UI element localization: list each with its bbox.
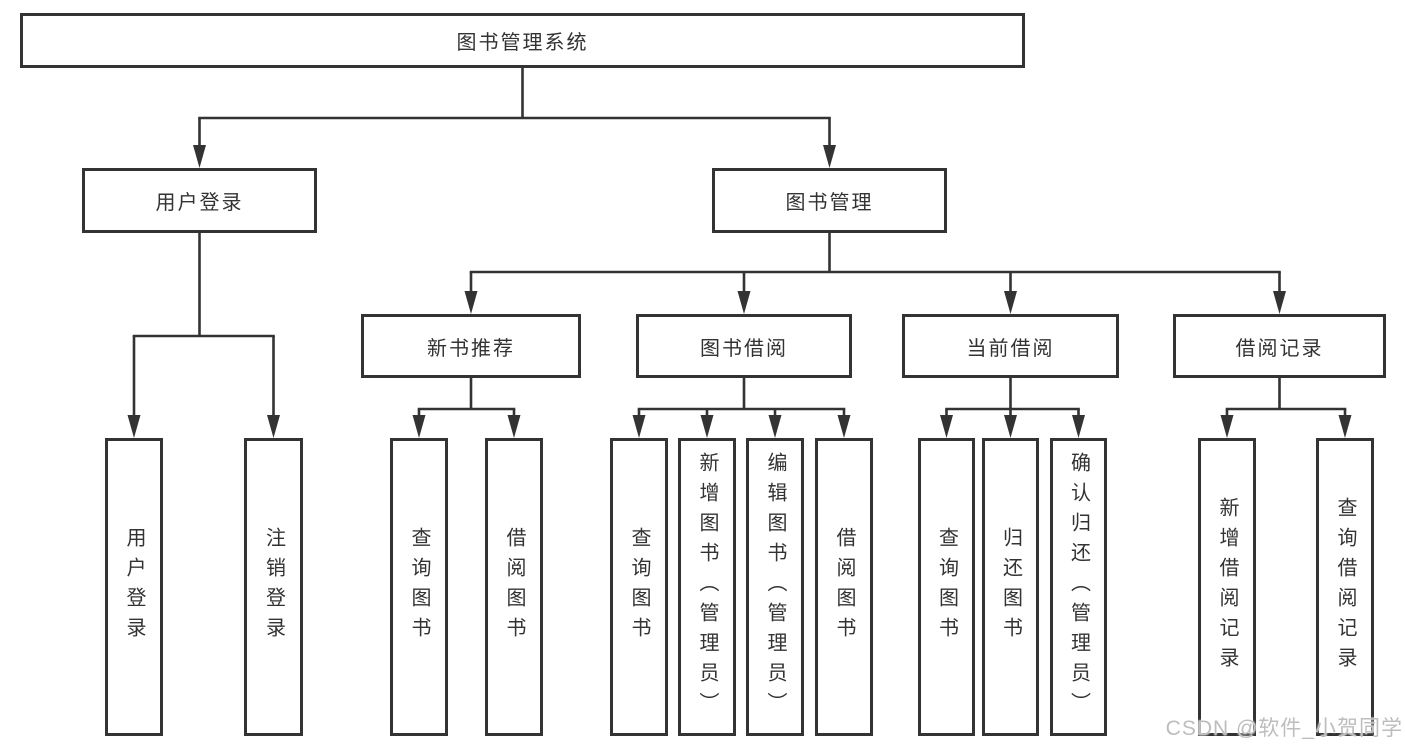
arrowhead-icon	[700, 415, 714, 438]
node-label-user-login-action: 用户登录	[123, 527, 145, 647]
arrowhead-icon	[940, 415, 953, 438]
node-label-book-borrow: 图书借阅	[700, 337, 788, 360]
node-borrow-records: 借阅记录	[1173, 314, 1386, 378]
node-recommend-query-books: 查询图书	[390, 438, 448, 736]
node-records-add: 新增借阅记录	[1198, 438, 1256, 736]
node-label-records-add: 新增借阅记录	[1216, 497, 1238, 677]
node-label-user-login: 用户登录	[155, 192, 244, 214]
node-label-current-confirm-return: 确认归还（管理员）	[1067, 452, 1090, 722]
arrowhead-icon	[127, 415, 141, 438]
node-user-login-action: 用户登录	[105, 438, 163, 736]
node-label-borrow-borrow-books: 借阅图书	[833, 527, 855, 647]
node-book-borrow: 图书借阅	[636, 314, 852, 378]
node-user-login: 用户登录	[82, 168, 317, 233]
arrowhead-icon	[267, 415, 280, 438]
node-borrow-add-books: 新增图书（管理员）	[678, 438, 736, 736]
arrowhead-icon	[1338, 415, 1352, 438]
node-records-query: 查询借阅记录	[1316, 438, 1374, 736]
node-root: 图书管理系统	[20, 13, 1025, 68]
node-current-query-books: 查询图书	[918, 438, 975, 736]
node-label-current-query-books: 查询图书	[935, 527, 958, 647]
node-label-borrow-query-books: 查询图书	[628, 527, 650, 647]
arrowhead-icon	[1220, 415, 1234, 438]
node-label-current-return-books: 归还图书	[999, 527, 1022, 647]
node-label-root: 图书管理系统	[456, 32, 589, 54]
node-new-book-recommend: 新书推荐	[361, 314, 581, 378]
node-logout-action: 注销登录	[244, 438, 303, 736]
arrowhead-icon	[412, 415, 426, 438]
node-label-borrow-add-books: 新增图书（管理员）	[696, 452, 718, 722]
arrowhead-icon	[837, 415, 851, 438]
arrowhead-icon	[507, 415, 521, 438]
node-label-recommend-query-books: 查询图书	[408, 527, 430, 647]
arrowhead-icon	[193, 145, 206, 168]
node-borrow-borrow-books: 借阅图书	[815, 438, 873, 736]
csdn-watermark: CSDN @软件_小贺同学	[1165, 717, 1403, 740]
node-current-return-books: 归还图书	[982, 438, 1039, 736]
node-current-borrow: 当前借阅	[902, 314, 1119, 378]
node-borrow-edit-books: 编辑图书（管理员）	[746, 438, 804, 736]
arrowhead-icon	[632, 415, 646, 438]
arrowhead-icon	[464, 291, 478, 314]
node-book-management: 图书管理	[712, 168, 947, 233]
arrowhead-icon	[1072, 415, 1085, 438]
arrowhead-icon	[823, 145, 836, 168]
node-label-new-book-recommend: 新书推荐	[427, 337, 515, 360]
node-label-borrow-edit-books: 编辑图书（管理员）	[764, 452, 786, 722]
arrowhead-icon	[737, 291, 751, 314]
node-label-book-management: 图书管理	[785, 192, 874, 214]
node-label-current-borrow: 当前借阅	[966, 337, 1055, 360]
arrowhead-icon	[1004, 291, 1017, 314]
arrowhead-icon	[768, 415, 782, 438]
arrowhead-icon	[1273, 291, 1286, 314]
node-label-recommend-borrow-books: 借阅图书	[503, 527, 525, 647]
node-recommend-borrow-books: 借阅图书	[485, 438, 543, 736]
arrowhead-icon	[1004, 415, 1017, 438]
node-current-confirm-return: 确认归还（管理员）	[1050, 438, 1107, 736]
node-label-records-query: 查询借阅记录	[1334, 497, 1356, 677]
node-label-logout-action: 注销登录	[262, 527, 285, 647]
node-label-borrow-records: 借阅记录	[1235, 337, 1324, 360]
node-borrow-query-books: 查询图书	[610, 438, 668, 736]
